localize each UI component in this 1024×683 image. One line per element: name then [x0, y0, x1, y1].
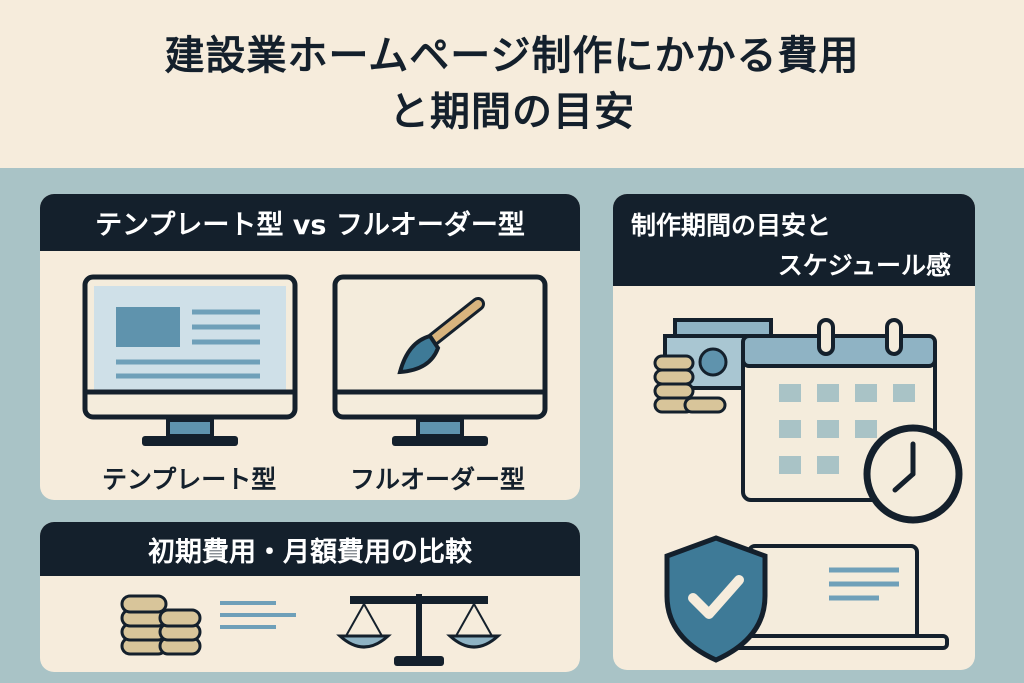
schedule-card: 制作期間の目安と スケジュール感	[613, 194, 975, 670]
cost-comparison-heading: 初期費用・月額費用の比較	[40, 522, 580, 576]
template-monitor-icon	[82, 274, 298, 446]
clock-icon	[863, 424, 963, 524]
schedule-heading-line-2: スケジュール感	[777, 251, 951, 280]
shield-check-icon	[664, 535, 768, 663]
schedule-heading-line-1: 制作期間の目安と	[631, 211, 832, 240]
balance-scale-icon	[336, 594, 502, 666]
text-lines-icon	[220, 601, 296, 629]
coins-icon	[653, 354, 727, 414]
page-title-line-2: と期間の目安	[389, 89, 635, 135]
full-order-monitor-icon	[332, 274, 548, 446]
laptop-icon	[727, 544, 949, 650]
template-comparison-heading: テンプレート型 vs フルオーダー型	[40, 194, 580, 251]
full-order-label: フルオーダー型	[350, 465, 526, 494]
page-title-line-1: 建設業ホームページ制作にかかる費用	[164, 33, 860, 79]
cost-comparison-card: 初期費用・月額費用の比較	[40, 522, 580, 672]
template-comparison-card: テンプレート型 vs フルオーダー型 テンプレート型 フルオーダー型	[40, 194, 580, 500]
coins-icon	[120, 594, 202, 656]
paintbrush-icon	[397, 297, 485, 375]
schedule-heading: 制作期間の目安と スケジュール感	[613, 194, 975, 286]
template-label: テンプレート型	[102, 465, 277, 494]
page-header: 建設業ホームページ制作にかかる費用 と期間の目安	[0, 0, 1024, 168]
